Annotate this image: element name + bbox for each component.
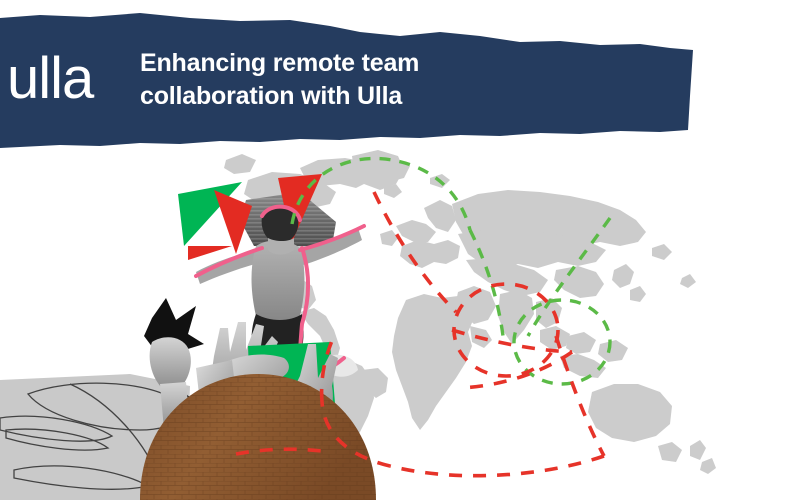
banner-shape xyxy=(0,13,693,148)
red-dashed-circle-india xyxy=(452,282,560,378)
red-dashed-route-long xyxy=(372,191,458,314)
hero-illustration xyxy=(0,130,800,500)
page-title: Enhancing remote team collaboration with… xyxy=(140,47,560,113)
brand-logo[interactable]: ulla xyxy=(7,46,94,111)
header-banner: ulla Enhancing remote team collaboration… xyxy=(0,0,800,160)
brown-dome xyxy=(140,374,376,500)
connection-routes xyxy=(235,156,612,478)
green-dashed-circle-asia xyxy=(512,298,612,386)
headline-line-1: Enhancing remote team xyxy=(140,49,420,77)
red-triangle-small xyxy=(188,246,232,260)
green-dashed-route-north xyxy=(290,156,472,231)
red-triangle-mid xyxy=(214,190,252,254)
headline-line-2: collaboration with Ulla xyxy=(140,82,403,110)
